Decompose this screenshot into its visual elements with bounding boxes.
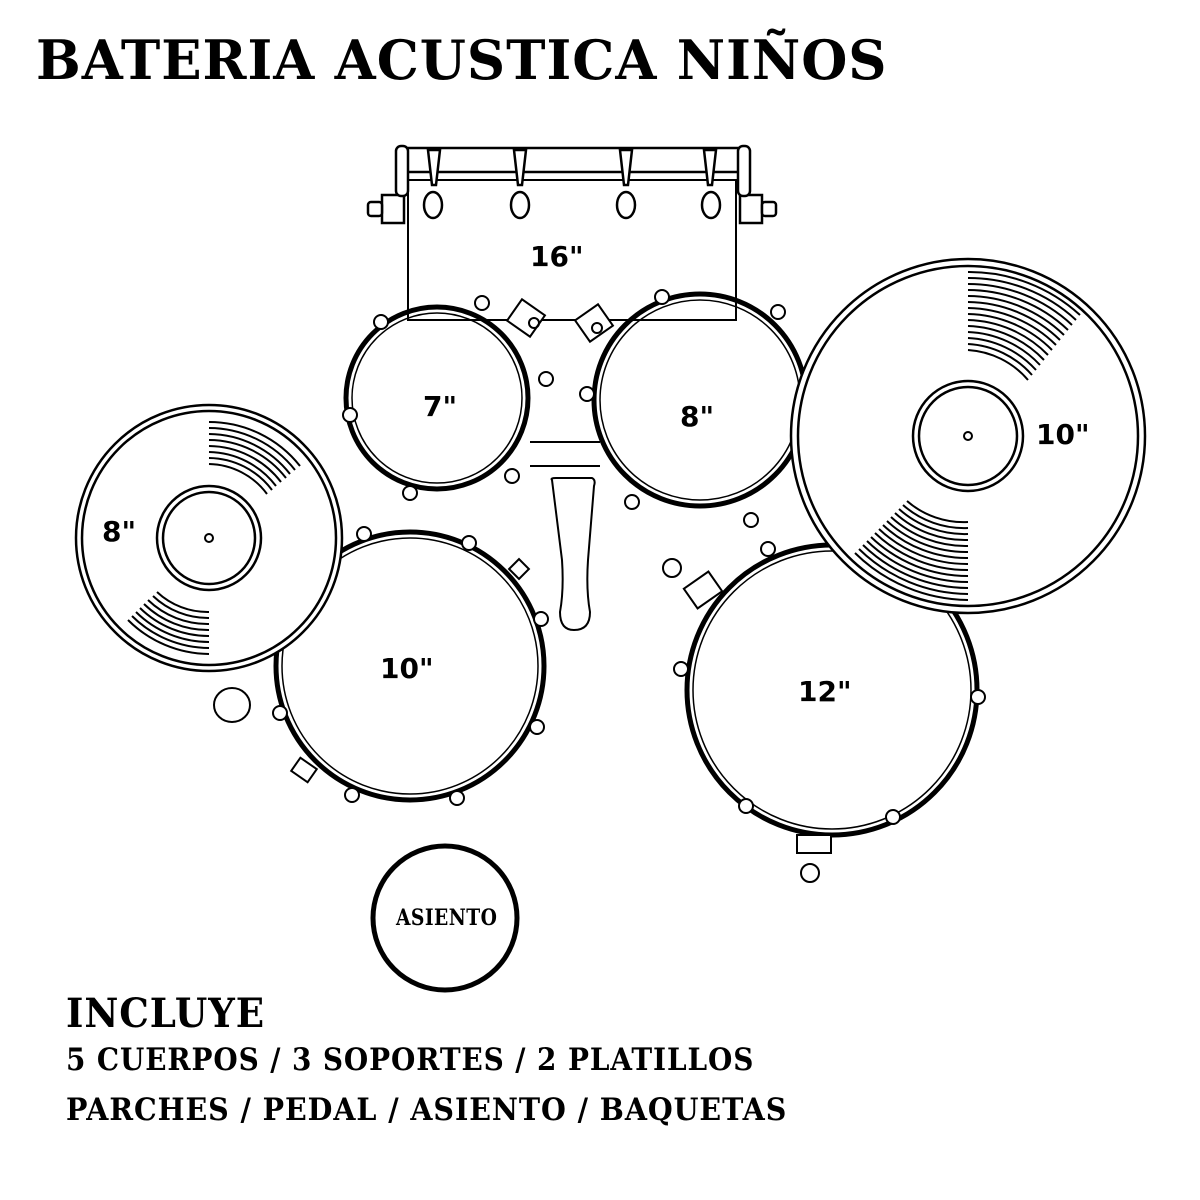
includes-line-2: PARCHES / PEDAL / ASIENTO / BAQUETAS — [66, 1092, 788, 1128]
hi-hat-size-label: 8" — [102, 515, 137, 548]
floor-tom-size-label: 12" — [798, 675, 852, 708]
tom-7-size-label: 7" — [423, 390, 458, 423]
seat-label: ASIENTO — [396, 905, 498, 931]
bass-drum-tension-rods — [422, 148, 722, 220]
includes-line-1: 5 CUERPOS / 3 SOPORTES / 2 PLATILLOS — [66, 1042, 755, 1078]
seat-circle — [370, 843, 520, 993]
snare-10-inch — [272, 526, 549, 806]
hi-hat-cymbal-8-inch — [74, 403, 344, 723]
bass-drum-pedal — [550, 477, 596, 632]
crash-cymbal-10-inch — [789, 257, 1147, 615]
tom-8-size-label: 8" — [680, 400, 715, 433]
includes-heading: INCLUYE — [66, 990, 266, 1037]
tom-mount — [505, 297, 615, 467]
bass-drum-size-label: 16" — [530, 240, 584, 273]
page-title: BATERIA ACUSTICA NIÑOS — [36, 28, 888, 92]
tom-7-inch — [342, 295, 554, 501]
snare-size-label: 10" — [380, 652, 434, 685]
crash-size-label: 10" — [1036, 418, 1090, 451]
bass-drum — [366, 144, 778, 321]
bass-drum-spurs — [366, 144, 778, 225]
floor-tom-legs — [662, 558, 832, 883]
